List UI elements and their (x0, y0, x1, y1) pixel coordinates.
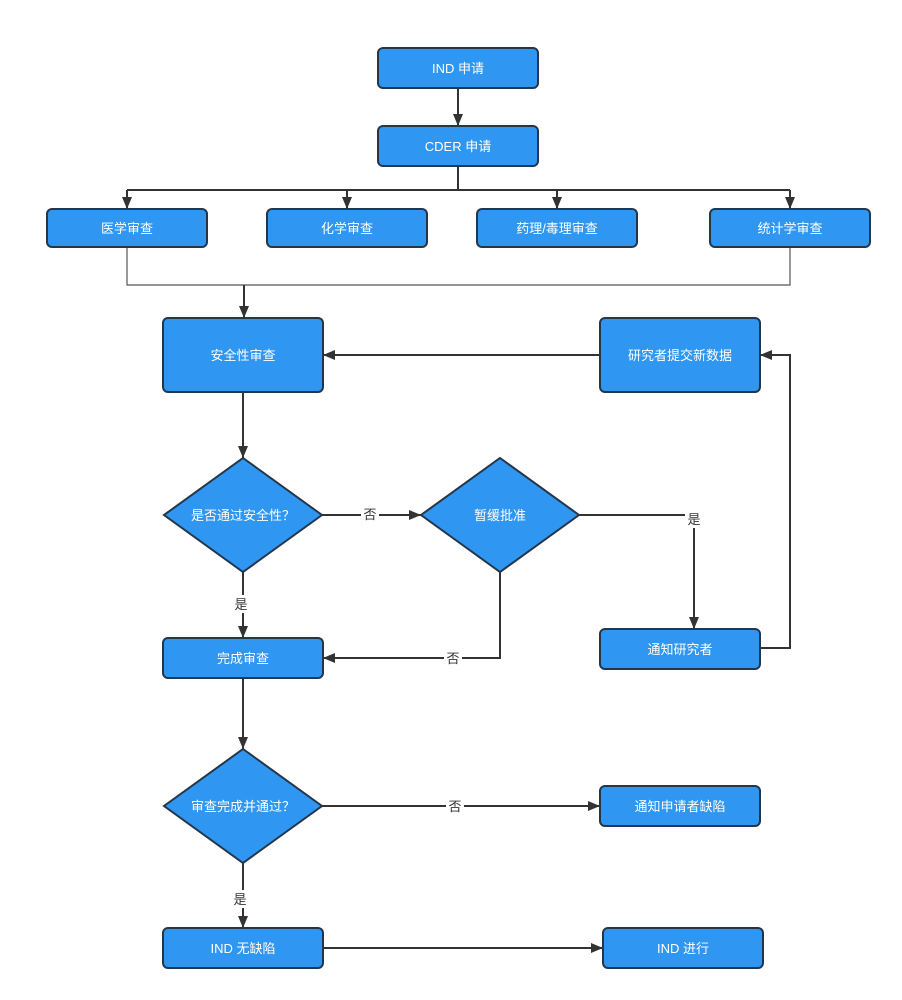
edge-label-text: 是 (233, 892, 246, 907)
safety-review-label: 安全性审查 (210, 348, 275, 363)
node-ind-application: IND 申请 (377, 47, 539, 89)
edge-label-no-passed: 否 (446, 797, 464, 815)
edge-label-yes-safety: 是 (232, 595, 250, 613)
node-chemistry-review: 化学审查 (266, 208, 428, 248)
edge-cder-to-reviews (122, 166, 795, 209)
chemistry-review-label: 化学审查 (321, 221, 373, 236)
ind-proceed-shape (602, 927, 764, 969)
node-hold-approval-decision: 暂缓批准 (419, 456, 581, 574)
node-complete-review: 完成审查 (162, 637, 324, 679)
node-researcher-new-data: 研究者提交新数据 (599, 317, 761, 393)
pharm-tox-review-label: 药理/毒理审查 (516, 221, 598, 236)
medical-review-label: 医学审查 (101, 221, 153, 236)
node-ind-no-deficiency: IND 无缺陷 (162, 927, 324, 969)
edge-label-no-safety: 否 (361, 505, 379, 523)
researcher-new-data-shape (599, 317, 761, 393)
edge-notify-researcher-to-new-data (760, 350, 791, 649)
notify-researcher-label: 通知研究者 (647, 642, 712, 657)
safety-review-shape (162, 317, 324, 393)
edge-label-bg (232, 595, 250, 613)
edge-reviews-to-safety (126, 247, 791, 318)
ind-application-label: IND 申请 (432, 61, 484, 76)
edge-label-no-hold: 否 (444, 649, 462, 667)
cder-application-shape (377, 125, 539, 167)
edge-reviews-collector-line (126, 247, 791, 286)
edge-hold-to-notify-researcher (579, 514, 699, 629)
statistics-review-label: 统计学审查 (757, 221, 822, 236)
complete-review-label: 完成审查 (217, 651, 269, 666)
edge-label-text: 否 (448, 799, 461, 814)
researcher-new-data-label: 研究者提交新数据 (628, 348, 732, 363)
edge-label-bg (444, 649, 462, 667)
edge-label-bg (361, 505, 379, 523)
edge-label-yes-passed: 是 (231, 890, 249, 908)
node-notify-researcher: 通知研究者 (599, 628, 761, 670)
edge-label-text: 是 (687, 512, 700, 527)
ind-no-deficiency-label: IND 无缺陷 (210, 941, 275, 956)
node-notify-applicant-deficiency: 通知申请者缺陷 (599, 785, 761, 827)
edge-label-text: 否 (446, 651, 459, 666)
node-safety-review: 安全性审查 (162, 317, 324, 393)
edge-label-yes-hold: 是 (685, 510, 703, 528)
node-statistics-review: 统计学审查 (709, 208, 871, 248)
ind-application-shape (377, 47, 539, 89)
edge-hold-to-complete (323, 572, 501, 663)
node-ind-proceed: IND 进行 (602, 927, 764, 969)
review-passed-decision-label: 审查完成并通过？ (191, 799, 295, 814)
cder-application-label: CDER 申请 (425, 139, 491, 154)
edge-label-text: 是 (234, 597, 247, 612)
edge-label-bg (446, 797, 464, 815)
notify-researcher-shape (599, 628, 761, 670)
notify-applicant-deficiency-shape (599, 785, 761, 827)
node-pass-safety-decision: 是否通过安全性？ (162, 456, 324, 574)
node-cder-application: CDER 申请 (377, 125, 539, 167)
ind-proceed-label: IND 进行 (657, 941, 709, 956)
ind-no-deficiency-shape (162, 927, 324, 969)
hold-approval-decision-label: 暂缓批准 (474, 508, 526, 523)
notify-applicant-deficiency-label: 通知申请者缺陷 (634, 799, 725, 814)
hold-approval-decision-shape (419, 456, 581, 574)
review-passed-decision-shape (162, 747, 324, 865)
node-pharm-tox-review: 药理/毒理审查 (476, 208, 638, 248)
pass-safety-decision-label: 是否通过安全性？ (191, 508, 295, 523)
node-medical-review: 医学审查 (46, 208, 208, 248)
pass-safety-decision-shape (162, 456, 324, 574)
edge-label-text: 否 (363, 507, 376, 522)
edge-label-bg (685, 510, 703, 528)
pharm-tox-review-shape (476, 208, 638, 248)
complete-review-shape (162, 637, 324, 679)
edge-label-bg (231, 890, 249, 908)
statistics-review-shape (709, 208, 871, 248)
medical-review-shape (46, 208, 208, 248)
node-review-passed-decision: 审查完成并通过？ (162, 747, 324, 865)
chemistry-review-shape (266, 208, 428, 248)
